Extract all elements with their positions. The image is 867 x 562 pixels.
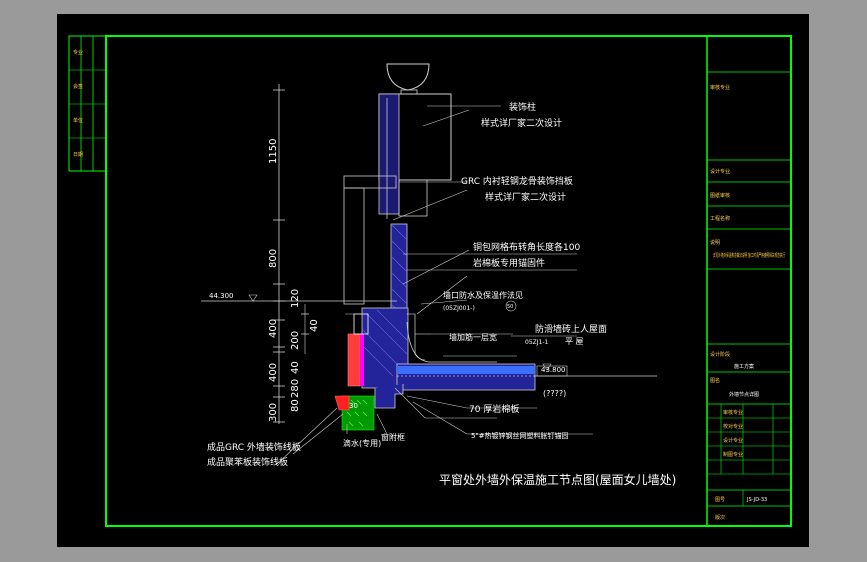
tb-row-3: 图纸审核 — [710, 192, 730, 199]
urn-ornament — [386, 63, 430, 91]
callout-rockwool: 70 厚岩棉板 — [469, 403, 519, 415]
callout-rear-frame: 窗附框 — [381, 432, 405, 442]
callout-roof: 平 屋 — [565, 337, 584, 346]
dim-120: 120 — [290, 289, 301, 308]
drawing-sheet: 专业 会签 单位 日期 审核专业 设计专业 图纸审核 工程名称 说明 详见外墙外… — [57, 14, 809, 547]
tb-row-11: 设计专业 — [723, 437, 743, 444]
callout-drip: 墙口防水及保温作法见 — [443, 290, 523, 300]
outer-frame — [105, 35, 792, 527]
strip-text-3: 单位 — [73, 117, 83, 124]
callout-grc-note: 样式详厂家二次设计 — [485, 191, 566, 203]
callout-rain: 滴水(专用) — [343, 438, 381, 448]
callout-drip-ref: (05ZJ001-) — [443, 305, 475, 312]
title-block: 审核专业 设计专业 图纸审核 工程名称 说明 详见外墙外保温构造做法说明 施工时… — [706, 36, 791, 526]
red-layer — [347, 333, 361, 387]
strip-text-1: 专业 — [73, 49, 83, 56]
callout-stone-anchor: 岩棉板专用锚固件 — [473, 257, 545, 269]
grc-board — [343, 175, 397, 189]
tb-note: 详见外墙外保温构造做法说明 施工时须严格遵照相关规范执行 — [713, 252, 785, 259]
tb-row-5: 说明 — [710, 239, 720, 246]
dim-200: 200 — [290, 331, 301, 350]
tb-stage: 施工方案 — [734, 363, 754, 370]
strip-text-4: 日期 — [73, 152, 83, 158]
callout-bottom-2: 成品聚苯板装饰线板 — [207, 456, 288, 468]
tb-row-1: 审核专业 — [710, 84, 730, 91]
tb-row-13: 图号 — [715, 497, 725, 503]
callout-wire-mesh: 5"#热镀锌钢丝网塑料胀钉锚固 — [471, 431, 569, 440]
callout-decor-column-note: 样式详厂家二次设计 — [481, 117, 562, 129]
tb-row-2: 设计专业 — [710, 168, 730, 175]
dim-80: 80 — [290, 399, 301, 412]
detail-drawing — [201, 63, 657, 465]
tb-row-8: 图名 — [710, 377, 720, 384]
dim-300: 300 — [268, 403, 279, 422]
callout-bottom-1: 成品GRC 外墙装饰线板 — [207, 441, 301, 453]
callout-small: 30 — [349, 402, 358, 410]
tb-drawing-name: 外墙节点详图 — [729, 391, 759, 398]
tb-row-14: 版次 — [715, 514, 725, 521]
tb-row-10: 校对专业 — [723, 423, 743, 430]
tb-row-12: 制图专业 — [723, 451, 743, 458]
callout-wall-edge2: 一层宽 — [473, 332, 497, 342]
cad-drawing: 专业 会签 单位 日期 审核专业 设计专业 图纸审核 工程名称 说明 详见外墙外… — [68, 35, 792, 527]
callout-flashing: 铜包网格布转角长度各100 — [473, 241, 580, 253]
callout-parapet-ref: 05ZJ1-1 — [525, 339, 548, 346]
elevation-44300: 44.300 — [209, 292, 234, 300]
dim-400b: 400 — [268, 363, 279, 382]
callout-roof-ref: (????) — [543, 389, 566, 398]
tb-row-4: 工程名称 — [710, 215, 730, 222]
strip-text-2: 会签 — [73, 83, 83, 90]
callout-decor-column: 装饰柱 — [509, 101, 536, 113]
dim-1150: 1150 — [268, 139, 279, 164]
callout-grc: GRC 内衬轻钢龙骨装饰挡板 — [461, 175, 573, 187]
tb-row-6: 设计阶段 — [710, 351, 730, 358]
dim-400a: 400 — [268, 319, 279, 338]
left-strip — [68, 35, 107, 172]
callout-parapet: 防滑墙砖上人屋面 — [535, 323, 607, 335]
elevation-43800: 43.800 — [541, 366, 566, 374]
callout-drip-circle: 50 — [507, 304, 513, 310]
tb-row-9: 审核专业 — [723, 409, 743, 416]
dim-40: 40 — [290, 361, 301, 374]
dim-800: 800 — [268, 249, 279, 268]
drawing-title: 平窗处外墙外保温施工节点图(屋面女儿墙处) — [439, 472, 676, 487]
dim-40b: 40 — [309, 319, 320, 332]
tb-drawing-no: JS-JD-33 — [746, 497, 767, 503]
dim-280: 280 — [290, 379, 301, 398]
callout-wall-edge: 墙加筋 — [449, 332, 473, 342]
